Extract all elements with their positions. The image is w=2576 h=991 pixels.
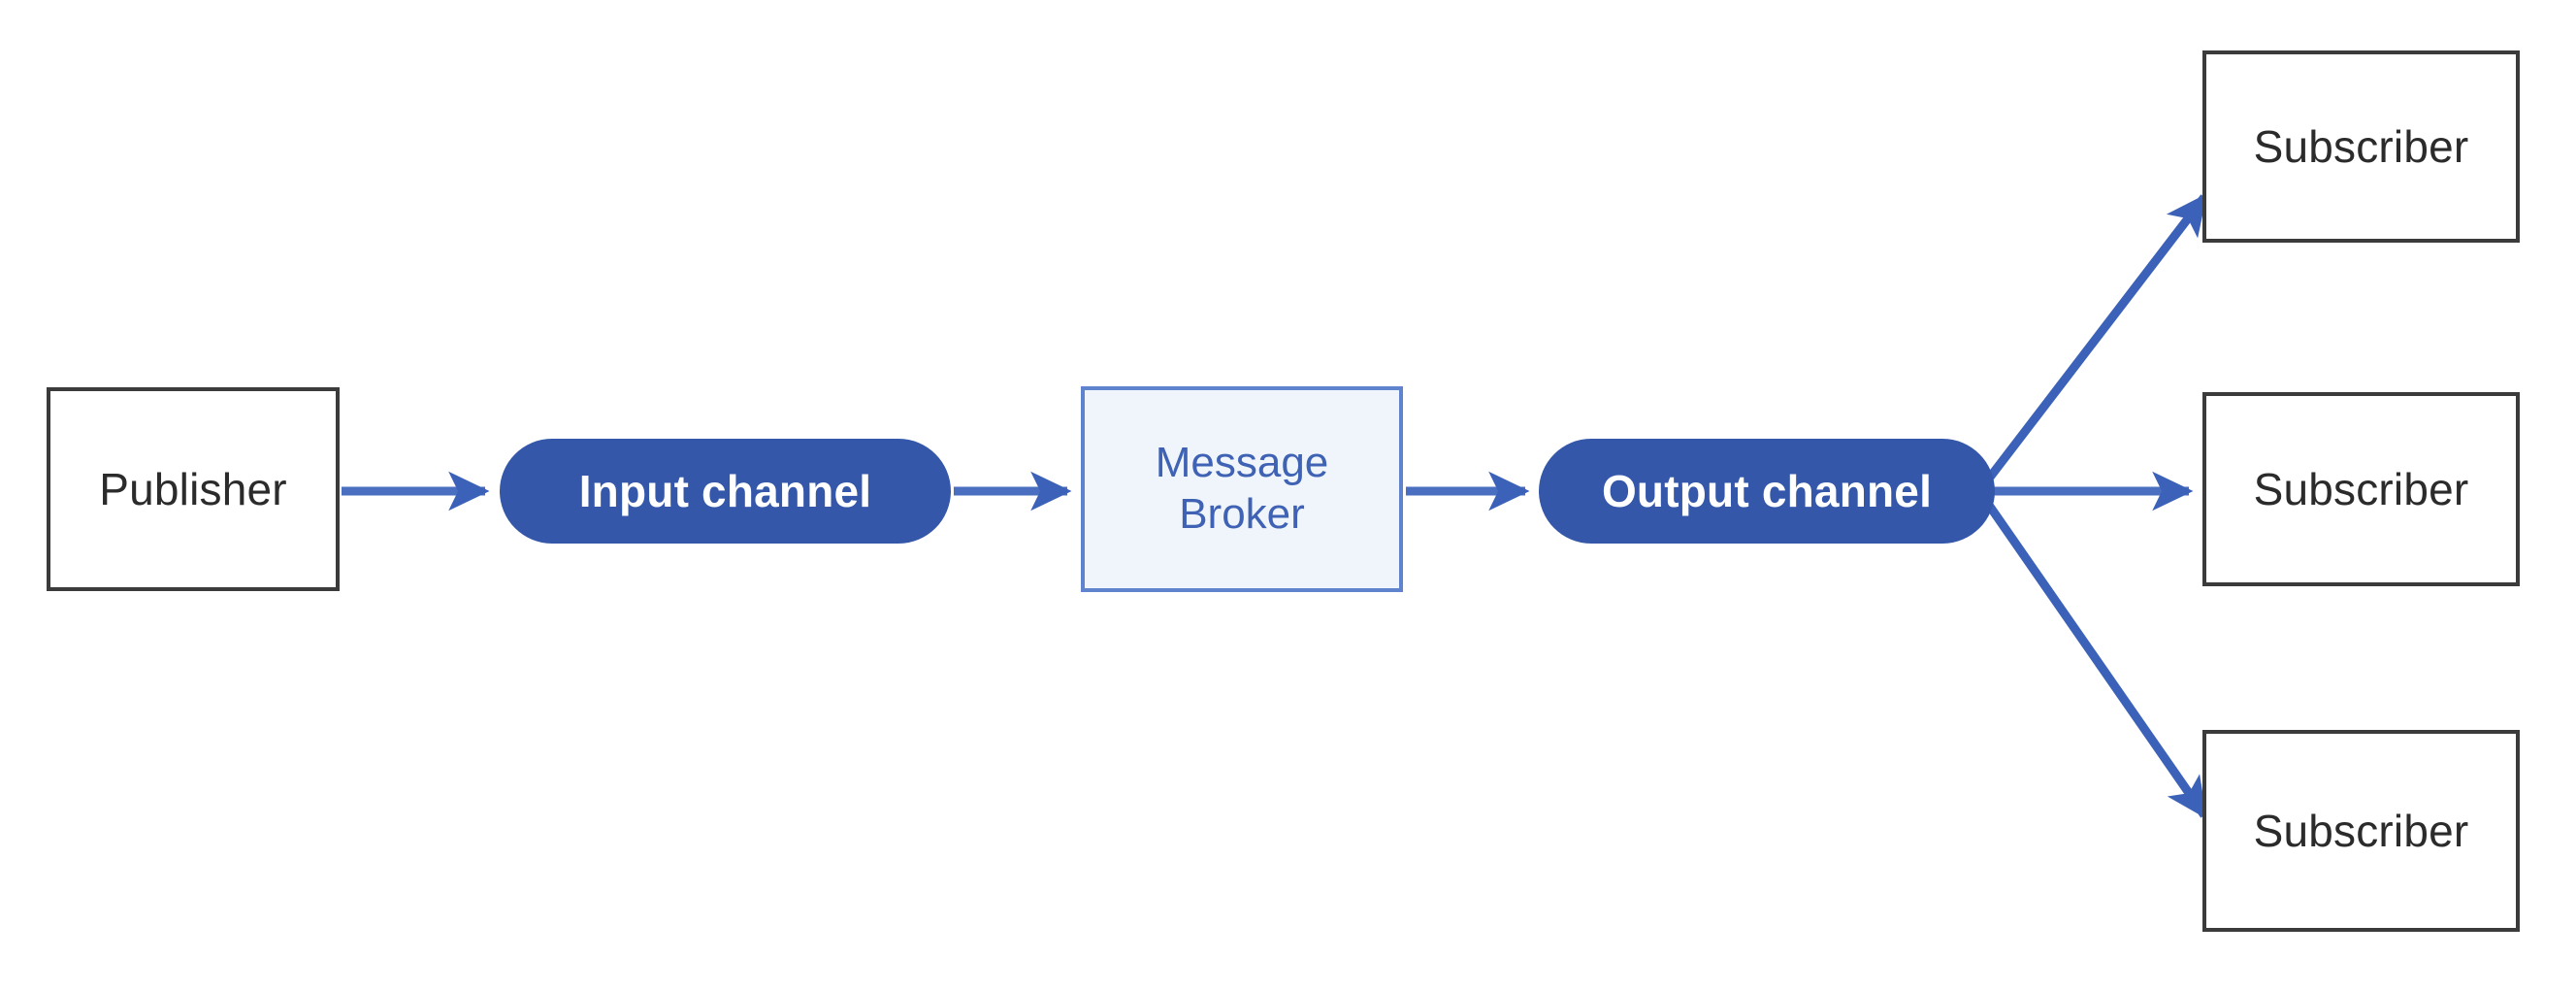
node-subscriber-bottom[interactable]: Subscriber [2202, 730, 2520, 932]
node-publisher[interactable]: Publisher [47, 387, 340, 591]
node-input-channel-label: Input channel [578, 466, 872, 516]
node-subscriber-middle-label: Subscriber [2253, 464, 2469, 514]
arrow-output-channel-to-subscriber-top [1975, 193, 2208, 494]
node-subscriber-bottom-label: Subscriber [2253, 806, 2469, 856]
node-subscriber-top[interactable]: Subscriber [2202, 50, 2520, 243]
node-message-broker[interactable]: Message Broker [1081, 386, 1403, 592]
node-message-broker-label-line1: Message [1155, 439, 1329, 487]
node-output-channel[interactable]: Output channel [1539, 439, 1995, 544]
node-input-channel[interactable]: Input channel [500, 439, 951, 544]
node-publisher-label: Publisher [99, 464, 287, 514]
node-subscriber-middle[interactable]: Subscriber [2202, 392, 2520, 586]
arrow-output-channel-to-subscriber-bottom [1975, 488, 2208, 819]
node-subscriber-top-label: Subscriber [2253, 121, 2469, 172]
node-output-channel-label: Output channel [1601, 466, 1933, 516]
node-message-broker-label-line2: Broker [1179, 490, 1305, 538]
